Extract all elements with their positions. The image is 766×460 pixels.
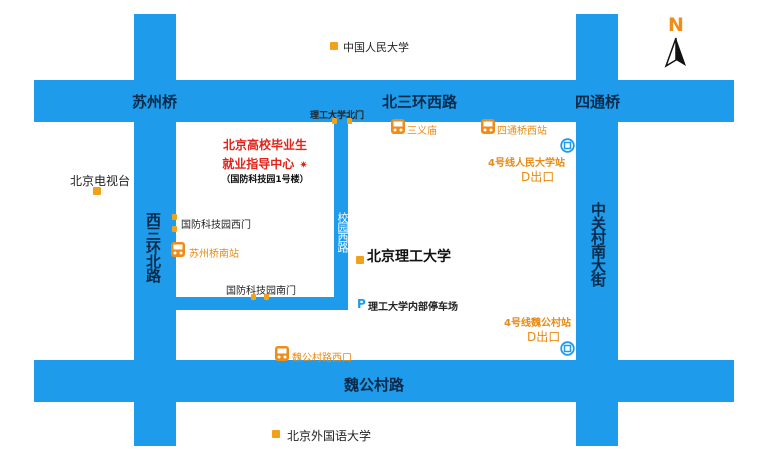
- label-zhongguancun-south: 中关村南大街: [589, 202, 607, 286]
- bus-stop-icon: [275, 346, 289, 361]
- compass: N: [662, 14, 690, 70]
- label-weigongcun-road: 魏公村路: [344, 376, 405, 394]
- gate-marker-north-2: [347, 118, 352, 124]
- gate-marker-west-1: [172, 214, 177, 220]
- poi-park-south-gate: 国防科技园南门: [226, 286, 296, 297]
- lane-campus-west: [334, 122, 348, 310]
- star-marker-icon: ✷: [299, 160, 308, 171]
- bus-stop-icon: [391, 119, 405, 134]
- metro-renda-line: 4号线人民大学站: [488, 158, 565, 169]
- bus-stop-weigongcun-west: 魏公村路西口: [292, 353, 352, 364]
- center-title-line2-row: 就业指导中心 ✷: [200, 153, 330, 172]
- gate-marker-west-2: [172, 226, 177, 232]
- label-west-third-ring: 西三环北路: [144, 212, 162, 282]
- poi-marker-bfsu: [272, 430, 280, 438]
- poi-bit-north-gate: 理工大学北门: [310, 111, 365, 121]
- center-subtitle: （国防科技园1号楼）: [221, 175, 309, 185]
- destination-center: 北京高校毕业生 就业指导中心 ✷ （国防科技园1号楼）: [200, 136, 330, 185]
- label-campus-west-road: 校园西路: [336, 212, 349, 252]
- bus-stop-suzhou-south: 苏州桥南站: [189, 249, 239, 260]
- road-weigongcun: [34, 360, 734, 402]
- north-arrow-icon: [664, 37, 686, 68]
- poi-park-west-gate: 国防科技园西门: [181, 220, 251, 231]
- metro-wgc-line: 4号线魏公村站: [504, 318, 571, 329]
- metro-renda-exit: D出口: [521, 170, 555, 184]
- metro-icon: [560, 138, 575, 153]
- compass-label: N: [668, 14, 684, 36]
- gate-marker-north-1: [332, 118, 337, 124]
- poi-renmin-university: 中国人民大学: [343, 41, 409, 54]
- center-title-line2: 就业指导中心: [222, 157, 295, 171]
- gate-marker-south-1: [251, 294, 256, 300]
- poi-marker-cctv: [93, 187, 101, 195]
- bus-stop-icon: [171, 242, 185, 257]
- bus-stop-icon: [481, 119, 495, 134]
- bus-stop-sanyimiao: 三义庙: [407, 126, 437, 137]
- metro-wgc-exit: D出口: [527, 330, 561, 344]
- poi-bit: 北京理工大学: [367, 249, 451, 265]
- gate-marker-south-2: [264, 294, 269, 300]
- lane-park-south: [176, 297, 348, 310]
- bus-stop-sitong-west: 四通桥西站: [497, 126, 547, 137]
- label-north-third-ring: 北三环西路: [382, 93, 458, 111]
- poi-marker-renmin: [330, 42, 338, 50]
- poi-bfsu: 北京外国语大学: [287, 429, 372, 443]
- metro-icon: [560, 341, 575, 356]
- poi-parking: 理工大学内部停车场: [368, 302, 458, 313]
- center-title-line1: 北京高校毕业生: [222, 138, 307, 152]
- parking-icon: P: [357, 297, 366, 311]
- poi-marker-bit: [356, 256, 364, 264]
- label-suzhouqiao: 苏州桥: [132, 93, 178, 111]
- label-sitongqiao: 四通桥: [575, 93, 621, 111]
- poi-cctv: 北京电视台: [70, 174, 131, 188]
